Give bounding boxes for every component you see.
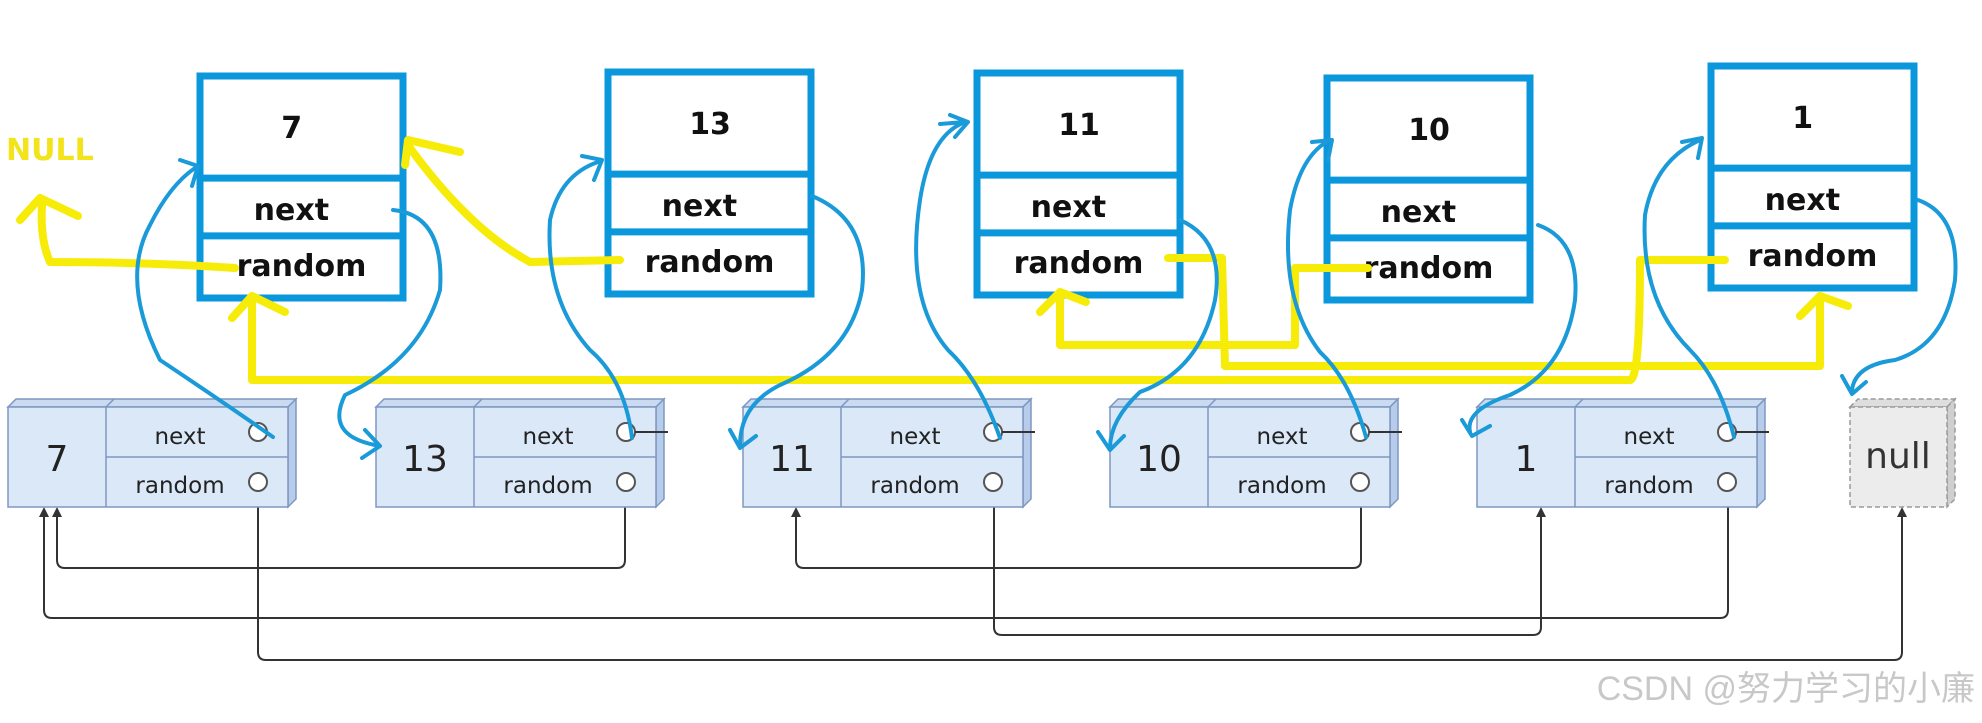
original-node-next-label: next: [1257, 424, 1308, 450]
link-orig11-to-copy11: [914, 120, 1002, 440]
random-link-1-to-7: [39, 483, 1729, 619]
copied-node-value: 7: [281, 111, 302, 146]
link-orig10-to-copy10: [1286, 138, 1368, 439]
copied-node-random-label: random: [1364, 251, 1494, 286]
copied-node-value: 13: [689, 107, 731, 142]
copied-node-value: 11: [1058, 108, 1100, 143]
original-node-random-label: random: [1604, 473, 1693, 499]
original-node-random-label: random: [135, 473, 224, 499]
original-node-value: 7: [46, 439, 69, 480]
original-node-11: 11 next random: [741, 397, 1035, 509]
copied-node-value: 1: [1792, 101, 1813, 136]
copied-node-next-label: next: [1031, 190, 1106, 225]
random-link-10-to-11: [791, 483, 1362, 569]
copy-random-1-to-7: [248, 256, 1729, 384]
copied-node-next-label: next: [1765, 183, 1840, 218]
link-orig1-to-copy1: [1642, 138, 1736, 439]
copy-random-10-to-11: [1056, 264, 1372, 349]
link-orig13-to-copy13: [547, 160, 634, 440]
random-pointer-dot: [248, 472, 268, 492]
link-orig7-to-copy7: [135, 166, 275, 439]
original-node-13: 13 next random: [374, 397, 668, 509]
original-node-next-label: next: [155, 424, 206, 450]
link-copy11-to-orig10: [1108, 218, 1219, 450]
copied-node-random-label: random: [237, 249, 367, 284]
copied-node-7: 7 next random: [196, 72, 407, 302]
random-link-13-to-7: [52, 483, 626, 569]
null-node-label: null: [1865, 436, 1931, 477]
original-node-random-label: random: [1237, 473, 1326, 499]
copied-node-value: 10: [1408, 113, 1450, 148]
null-annotation: NULL: [6, 133, 94, 168]
link-copy7-to-orig13: [337, 208, 443, 447]
original-node-value: 11: [769, 439, 815, 480]
random-pointer-dot: [1717, 472, 1737, 492]
original-node-value: 10: [1136, 439, 1182, 480]
copied-node-13: 13 next random: [604, 68, 815, 298]
original-node-random-label: random: [870, 473, 959, 499]
random-pointer-dot: [983, 472, 1003, 492]
original-node-10: 10 next random: [1108, 397, 1402, 509]
copied-node-next-label: next: [1381, 195, 1456, 230]
copied-node-11: 11 next random: [973, 69, 1184, 299]
copy-random-7-to-null: [37, 201, 239, 272]
random-pointer-dot: [1350, 472, 1370, 492]
random-link-7-to-null: [257, 483, 1907, 661]
original-node-1: 1 next random: [1475, 397, 1769, 509]
original-node-next-label: next: [890, 424, 941, 450]
original-node-next-label: next: [1624, 424, 1675, 450]
original-node-next-label: next: [523, 424, 574, 450]
copied-node-10: 10 next random: [1323, 74, 1534, 304]
original-node-value: 1: [1515, 439, 1538, 480]
link-copy1-to-null: [1850, 198, 1958, 392]
original-random-links: [39, 483, 1907, 661]
copy-random-11-to-1: [1164, 254, 1824, 370]
copy-next-links: [135, 113, 1958, 460]
link-copy13-to-orig11: [738, 194, 865, 447]
original-node-random-label: random: [503, 473, 592, 499]
random-pointer-dot: [616, 472, 636, 492]
copied-node-next-label: next: [254, 193, 329, 228]
original-node-value: 13: [402, 439, 448, 480]
copied-node-random-label: random: [1014, 246, 1144, 281]
copied-node-random-label: random: [1748, 239, 1878, 274]
null-node: null: [1848, 397, 1957, 509]
copied-node-random-label: random: [645, 245, 775, 280]
copy-random-13-to-7: [406, 144, 624, 266]
copied-node-1: 1 next random: [1707, 62, 1918, 292]
copy-random-links: [16, 136, 1852, 384]
watermark: CSDN @努力学习的小廉: [1597, 670, 1975, 708]
link-copy10-to-orig1: [1467, 223, 1578, 434]
original-node-7: 7 next random: [6, 397, 298, 509]
random-link-11-to-1: [993, 483, 1546, 636]
copied-node-next-label: next: [662, 189, 737, 224]
